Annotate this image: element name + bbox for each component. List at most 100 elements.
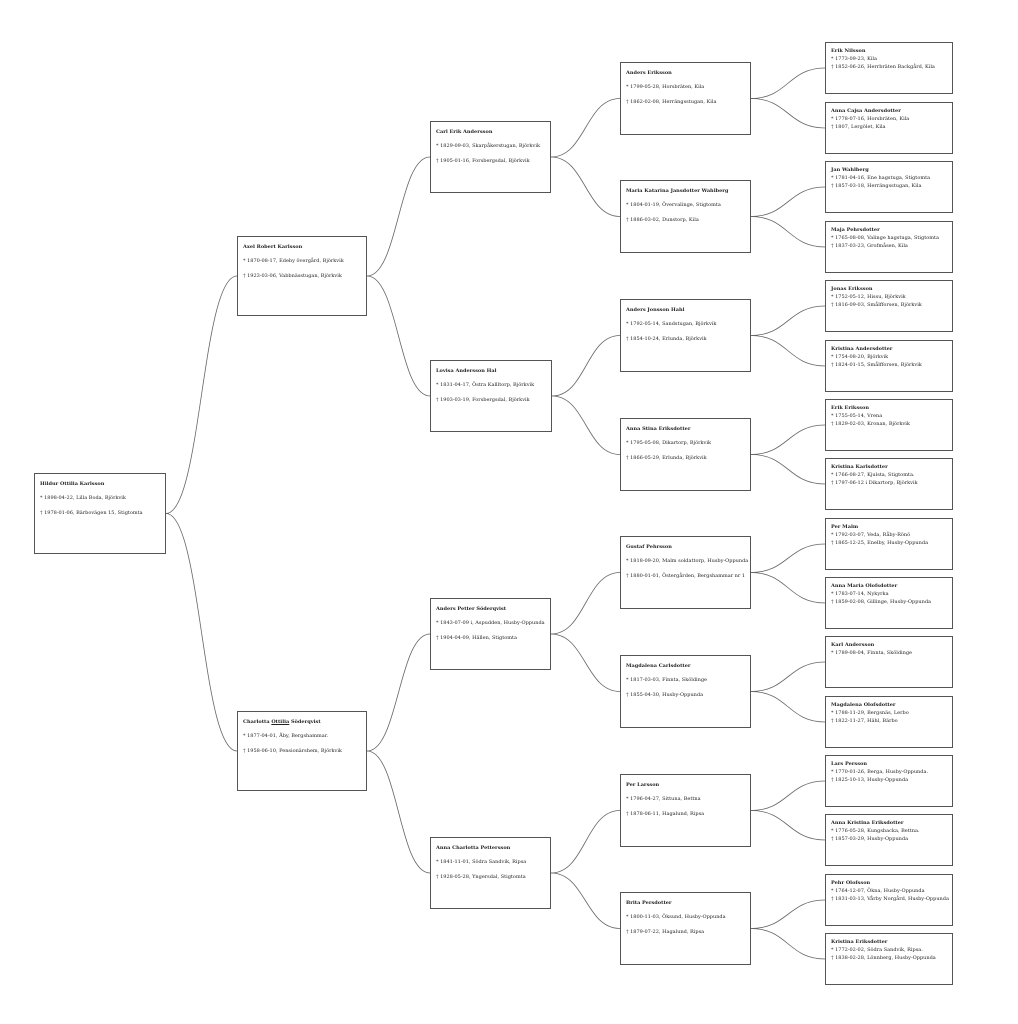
person-box[interactable]: Charlotta Ottilia Söderqvist * 1877-04-0… (237, 711, 367, 791)
person-name: Axel Robert Karlsson (243, 244, 303, 250)
birth-info: * 1795-05-08, Dikartorp, Björkvik (626, 440, 712, 447)
death-info: † 1797-06-12 i Dikartorp, Björkvik (831, 479, 918, 486)
person-box[interactable]: Maria Katarina Jansdotter Wahlberg * 180… (620, 180, 751, 253)
connector-line (750, 543, 826, 573)
death-info: † 1904-04-09, Hällen, Stigtomta (436, 634, 517, 641)
person-box[interactable]: Anna Kristina Eriksdotter * 1776-05-28, … (825, 814, 953, 866)
connector-line (750, 305, 826, 336)
birth-info: * 1799-05-28, Horsbräten, Kila (626, 84, 705, 91)
person-box[interactable]: Anna Charlotta Pettersson * 1841-11-01, … (430, 837, 551, 909)
person-box[interactable]: Anna Cajsa Andersdotter * 1778-07-16, Ho… (825, 102, 953, 154)
connector-line (550, 98, 621, 158)
connector-line (750, 216, 826, 248)
person-box[interactable]: Axel Robert Karlsson * 1870-08-17, Edeby… (237, 236, 367, 316)
person-box[interactable]: Jonas Eriksson * 1752-05-12, Hissu, Björ… (825, 280, 953, 332)
death-info: † 1928-05-28, Yngersdal, Stigtomta (436, 873, 526, 880)
connector-line (550, 810, 621, 874)
person-name: Charlotta Ottilia Söderqvist (243, 719, 361, 726)
birth-info: * 1843-07-09 i, Aspudden, Husby-Oppunda (436, 620, 545, 627)
person-box[interactable]: Brita Persdotter * 1800-11-03, Öksund, H… (620, 892, 751, 965)
name-first: Charlotta (243, 719, 272, 725)
person-box[interactable]: Hildur Ottilia Karlsson * 1898-04-22, Li… (34, 473, 166, 554)
connector-line (550, 572, 621, 635)
person-name: Carl Erik Andersson (436, 129, 493, 135)
person-box[interactable]: Magdalena Olofsdotter * 1788-11-29, Berg… (825, 696, 953, 748)
connector-line (165, 275, 238, 514)
connector-line (750, 810, 826, 841)
name-called: Ottilia (271, 719, 290, 725)
connector-line (750, 186, 826, 217)
person-box[interactable]: Kristina Karlsdotter * 1766-08-27, Kjuls… (825, 458, 953, 510)
connector-line (366, 275, 431, 397)
person-box[interactable]: Per Larsson * 1796-04-27, Sittuna, Bettn… (620, 774, 751, 847)
person-box[interactable]: Magdalena Carlsdotter * 1817-03-03, Finn… (620, 655, 751, 728)
birth-info: * 1817-03-03, Finnta, Sköldinge (626, 677, 708, 684)
birth-info: * 1776-05-28, Kungsbacka, Bettna. (831, 828, 920, 835)
person-box[interactable]: Gustaf Pehrsson * 1818-09-20, Malm solda… (620, 536, 751, 609)
person-box[interactable]: Anders Petter Söderqvist * 1843-07-09 i,… (430, 598, 551, 670)
death-info: † 1878-06-11, Hagalund, Ripsa (626, 810, 705, 817)
person-box[interactable]: Pehr Olofsson * 1764-12-07, Ökna, Husby-… (825, 874, 953, 926)
person-box[interactable]: Maja Pehrsdotter * 1765-08-08, Valinge h… (825, 221, 953, 273)
person-box[interactable]: Kristina Andersdotter * 1754-08-20, Björ… (825, 340, 953, 392)
connector-line (750, 67, 826, 99)
death-info: † 1852-06-26, Herrbräten Backgård, Kila (831, 63, 935, 70)
birth-info: * 1783-07-14, Nykyrka (831, 591, 889, 598)
birth-info: * 1841-11-01, Södra Sandvik, Ripsa (436, 859, 527, 866)
person-box[interactable]: Anders Jonsson Hahl * 1792-05-14, Sandst… (620, 299, 751, 372)
person-box[interactable]: Anna Stina Eriksdotter * 1795-05-08, Dik… (620, 418, 751, 491)
death-info: † 1837-03-23, Grofmåsen, Kila (831, 242, 908, 249)
birth-info: * 1796-04-27, Sittuna, Bettna (626, 796, 701, 803)
connector-line (366, 156, 431, 277)
birth-info: * 1792-05-14, Sandstugan, Björkvik (626, 321, 717, 328)
birth-info: * 1829-09-03, Skarpåkerstugan, Björkvik (436, 143, 540, 150)
person-name: Maria Katarina Jansdotter Wahlberg (626, 188, 729, 194)
death-info: † 1825-10-13, Husby-Oppunda (831, 776, 909, 783)
person-name: Anders Petter Söderqvist (436, 606, 507, 612)
person-name: Maja Pehrsdotter (831, 227, 880, 233)
birth-info: * 1773-09-23, Kila (831, 56, 878, 63)
death-info: † 1866-05-29, Erlunda, Björkvik (626, 454, 707, 461)
death-info: † 1824-01-15, Smålfforsen, Björkvik (831, 361, 922, 368)
death-info: † 1822-11-27, Hähl, Bärbo (831, 717, 898, 724)
person-name: Kristina Eriksdotter (831, 939, 888, 945)
person-box[interactable]: Carl Erik Andersson * 1829-09-03, Skarpå… (430, 121, 551, 193)
person-name: Pehr Olofsson (831, 880, 871, 886)
person-name: Anna Cajsa Andersdotter (831, 108, 901, 114)
person-box[interactable]: Anders Eriksson * 1799-05-28, Horsbräten… (620, 62, 751, 135)
death-info: † 1923-03-06, Vabbnässtugan, Björkvik (243, 272, 342, 279)
birth-info: * 1898-04-22, Lilla Boda, Björkvik (40, 495, 126, 502)
connector-line (750, 572, 826, 604)
birth-info: * 1870-08-17, Edeby övergård, Björkvik (243, 258, 344, 265)
person-box[interactable]: Lars Persson * 1770-01-26, Berga, Husby-… (825, 755, 953, 807)
person-name: Jonas Eriksson (831, 286, 873, 292)
birth-info: * 1792-03-07, Veda, Råby-Rönö (831, 532, 911, 539)
person-name: Gustaf Pehrsson (626, 544, 672, 550)
person-box[interactable]: Erik Eriksson * 1755-05-14, Vrena † 1829… (825, 399, 953, 451)
death-info: † 1816-09-03, Smålfforsen, Björkvik (831, 301, 922, 308)
person-name: Kristina Andersdotter (831, 346, 893, 352)
connector-line (750, 928, 826, 960)
person-name: Magdalena Olofsdotter (831, 702, 896, 708)
birth-info: * 1877-04-01, Åby, Bergshammar. (243, 733, 329, 740)
person-box[interactable]: Erik Nilsson * 1773-09-23, Kila † 1852-0… (825, 42, 953, 94)
death-info: † 1831-03-13, Vårby Norgård, Husby-Oppun… (831, 895, 949, 902)
person-name: Anna Maria Olofsdotter (831, 583, 898, 589)
connector-line (750, 691, 826, 723)
person-name: Anna Charlotta Pettersson (436, 845, 511, 851)
person-name: Anna Stina Eriksdotter (626, 426, 691, 432)
birth-info: * 1778-07-16, Horsbräten, Kila (831, 116, 910, 123)
person-box[interactable]: Per Malm * 1792-03-07, Veda, Råby-Rönö †… (825, 518, 953, 570)
person-name: Magdalena Carlsdotter (626, 663, 691, 669)
person-box[interactable]: Kristina Eriksdotter * 1772-02-02, Södra… (825, 933, 953, 985)
connector-line (750, 454, 826, 485)
death-info: † 1829-02-03, Kronan, Björkvik (831, 420, 910, 427)
person-box[interactable]: Jan Wahlberg * 1781-04-16, Ene hagstuga,… (825, 161, 953, 213)
name-last: Söderqvist (289, 719, 321, 725)
person-box[interactable]: Lovisa Andersson Hal * 1831-04-17, Östra… (430, 360, 552, 432)
person-box[interactable]: Anna Maria Olofsdotter * 1783-07-14, Nyk… (825, 577, 953, 629)
person-box[interactable]: Karl Andersson * 1789-08-04, Finnta, Skö… (825, 636, 953, 688)
connector-line (750, 780, 826, 811)
person-name: Karl Andersson (831, 642, 875, 648)
death-info: † 1978-01-06, Bärbovägen 15, Stigtomta (40, 509, 143, 516)
